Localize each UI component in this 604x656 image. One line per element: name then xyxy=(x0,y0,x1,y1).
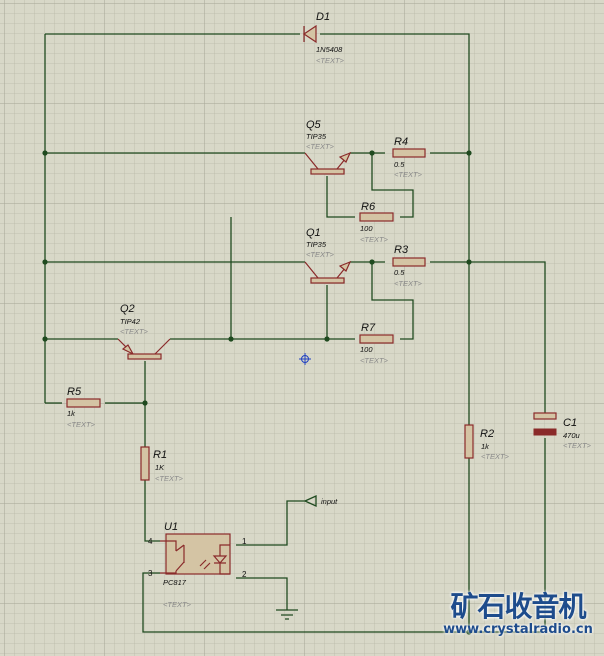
d1-ref: D1 xyxy=(316,11,330,23)
u1-value: PC817 xyxy=(163,578,187,587)
r1-ref: R1 xyxy=(153,449,167,461)
u1-pin4: 4 xyxy=(148,537,153,546)
q5-value: TIP35 xyxy=(306,132,327,141)
r3-text: <TEXT> xyxy=(394,279,423,288)
resistor-r7[interactable]: R7 100 <TEXT> xyxy=(359,322,394,365)
resistor-r4[interactable]: R4 0.5 <TEXT> xyxy=(392,136,426,179)
r2-value: 1k xyxy=(481,442,490,451)
q2-text: <TEXT> xyxy=(120,327,149,336)
q5-ref: Q5 xyxy=(306,119,322,131)
c1-ref: C1 xyxy=(563,417,577,429)
d1-text: <TEXT> xyxy=(316,56,345,65)
r5-text: <TEXT> xyxy=(67,420,96,429)
q2-value: TIP42 xyxy=(120,317,141,326)
u1-ref: U1 xyxy=(164,521,178,533)
resistor-r1[interactable]: R1 1K <TEXT> xyxy=(140,446,184,483)
r5-value: 1k xyxy=(67,409,76,418)
resistor-r2[interactable]: R2 1k <TEXT> xyxy=(464,424,510,461)
r4-value: 0.5 xyxy=(394,160,405,169)
c1-text: <TEXT> xyxy=(563,441,592,450)
d1-value: 1N5408 xyxy=(316,45,343,54)
q2-ref: Q2 xyxy=(120,303,135,315)
q5-text: <TEXT> xyxy=(306,142,335,151)
c1-value: 470u xyxy=(563,431,581,440)
capacitor-c1[interactable]: C1 470u <TEXT> xyxy=(533,412,592,450)
transistor-q2[interactable]: Q2 TIP42 <TEXT> xyxy=(117,303,171,360)
r1-text: <TEXT> xyxy=(155,474,184,483)
r3-ref: R3 xyxy=(394,244,409,256)
optocoupler-u1[interactable]: 4 3 1 2 U1 PC817 <TEXT> xyxy=(148,521,247,609)
junction-dots xyxy=(42,150,472,635)
resistor-r5[interactable]: R5 1k <TEXT> xyxy=(66,386,101,429)
wires xyxy=(44,33,546,633)
r4-text: <TEXT> xyxy=(394,170,423,179)
r3-value: 0.5 xyxy=(394,268,405,277)
u1-text: <TEXT> xyxy=(163,600,192,609)
r6-text: <TEXT> xyxy=(360,235,389,244)
q1-text: <TEXT> xyxy=(306,250,335,259)
watermark-title: 矿石收音机 xyxy=(450,590,586,623)
ground-icon xyxy=(276,609,298,620)
r2-text: <TEXT> xyxy=(481,452,510,461)
u1-pin2: 2 xyxy=(242,570,247,579)
transistor-q1[interactable]: Q1 TIP35 <TEXT> xyxy=(304,227,352,284)
diode-d1[interactable]: D1 1N5408 <TEXT> xyxy=(302,11,345,65)
watermark-url: www.crystalradio.cn xyxy=(443,622,593,637)
r7-text: <TEXT> xyxy=(360,356,389,365)
r2-ref: R2 xyxy=(480,428,494,440)
u1-pin3: 3 xyxy=(148,569,153,578)
r6-value: 100 xyxy=(360,224,373,233)
r7-ref: R7 xyxy=(361,322,376,334)
input-terminal[interactable]: input xyxy=(303,494,338,508)
r5-ref: R5 xyxy=(67,386,82,398)
resistor-r6[interactable]: R6 100 <TEXT> xyxy=(359,201,394,244)
crosshair-cursor-icon xyxy=(299,353,311,365)
r4-ref: R4 xyxy=(394,136,408,148)
watermark-logo: 矿石收音机 www.crystalradio.cn xyxy=(432,590,604,638)
resistor-r3[interactable]: R3 0.5 <TEXT> xyxy=(392,244,426,288)
q1-ref: Q1 xyxy=(306,227,321,239)
input-label: input xyxy=(321,497,338,506)
u1-pin1: 1 xyxy=(242,537,247,546)
transistor-q5[interactable]: Q5 TIP35 <TEXT> xyxy=(304,119,352,175)
r7-value: 100 xyxy=(360,345,373,354)
r1-value: 1K xyxy=(155,463,165,472)
q1-value: TIP35 xyxy=(306,240,327,249)
r6-ref: R6 xyxy=(361,201,376,213)
